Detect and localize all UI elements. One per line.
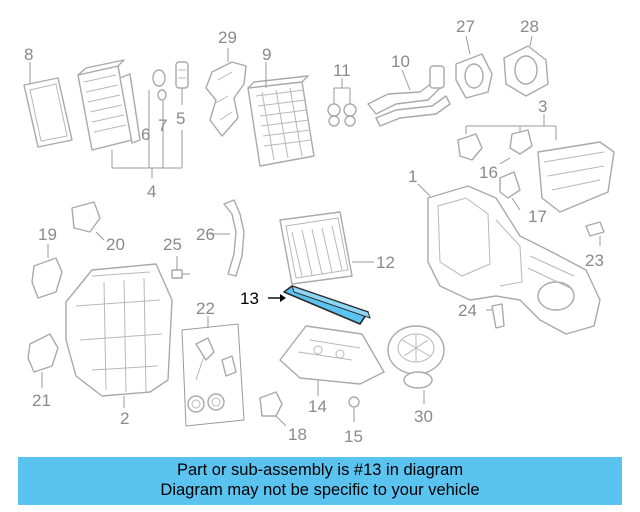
part-26-hose <box>210 199 245 277</box>
part-12-pollen-filter <box>279 211 374 285</box>
callout-22: 22 <box>196 299 215 318</box>
banner-line-2: Diagram may not be specific to your vehi… <box>160 481 480 499</box>
callout-15: 15 <box>344 427 363 446</box>
part-27-seal <box>455 35 493 99</box>
callout-6: 6 <box>141 125 150 144</box>
part-19-actuator <box>31 244 63 299</box>
part-29-bracket <box>205 48 247 137</box>
callout-28: 28 <box>520 17 539 36</box>
part-25-bolt <box>171 256 190 279</box>
callout-24: 24 <box>458 301 477 320</box>
part-30-blower <box>387 325 445 404</box>
callout-labels: 8 6 7 5 4 29 9 11 10 27 28 3 16 17 1 23 … <box>24 17 604 446</box>
banner-line-1: Part or sub-assembly is #13 in diagram <box>176 461 464 479</box>
callout-10: 10 <box>391 52 410 71</box>
part-15-bolt <box>348 396 360 422</box>
callout-2: 2 <box>120 409 129 428</box>
callout-1: 1 <box>408 167 417 186</box>
part-21-actuator <box>27 333 59 388</box>
part-18-sensor <box>259 391 287 427</box>
callout-21: 21 <box>32 391 51 410</box>
part-11-orings <box>327 78 357 127</box>
part-5-valve <box>175 61 189 168</box>
part-14-tray <box>279 325 385 396</box>
callout-9: 9 <box>262 45 271 64</box>
part-6-7-seals <box>148 69 167 168</box>
parts-diagram: 8 6 7 5 4 29 9 11 10 27 28 3 16 17 1 23 … <box>23 17 615 446</box>
callout-17: 17 <box>528 207 547 226</box>
part-22-kit <box>181 316 245 427</box>
part-3-actuators <box>457 114 615 213</box>
part-24-screw <box>486 303 505 329</box>
part-23-screw <box>585 221 605 246</box>
callout-4: 4 <box>147 182 156 201</box>
callout-20: 20 <box>106 235 125 254</box>
part-10-pipes <box>367 65 451 127</box>
part-1-housing <box>417 183 601 335</box>
part-13-highlighted <box>268 285 371 325</box>
callout-26: 26 <box>196 225 215 244</box>
callout-8: 8 <box>24 45 33 64</box>
callout-11: 11 <box>333 61 351 80</box>
part-9-evaporator <box>247 62 315 167</box>
info-banner: Part or sub-assembly is #13 in diagram D… <box>18 457 622 505</box>
callout-27: 27 <box>456 17 475 36</box>
part-2-lower-housing <box>65 263 173 408</box>
callout-5: 5 <box>176 109 185 128</box>
callout-18: 18 <box>288 425 307 444</box>
callout-30: 30 <box>414 407 433 426</box>
part-20-clip <box>71 201 105 241</box>
callout-29: 29 <box>218 28 237 47</box>
callout-13: 13 <box>240 289 259 308</box>
callout-14: 14 <box>308 397 327 416</box>
callout-3: 3 <box>538 97 547 116</box>
part-heater-core <box>77 59 141 168</box>
callout-23: 23 <box>585 251 604 270</box>
callout-16: 16 <box>479 163 498 182</box>
part-8-filter-frame <box>23 62 73 148</box>
callout-25: 25 <box>163 235 182 254</box>
callout-12: 12 <box>376 253 395 272</box>
callout-7: 7 <box>158 116 167 135</box>
callout-19: 19 <box>38 225 57 244</box>
part-28-seal <box>503 35 549 97</box>
